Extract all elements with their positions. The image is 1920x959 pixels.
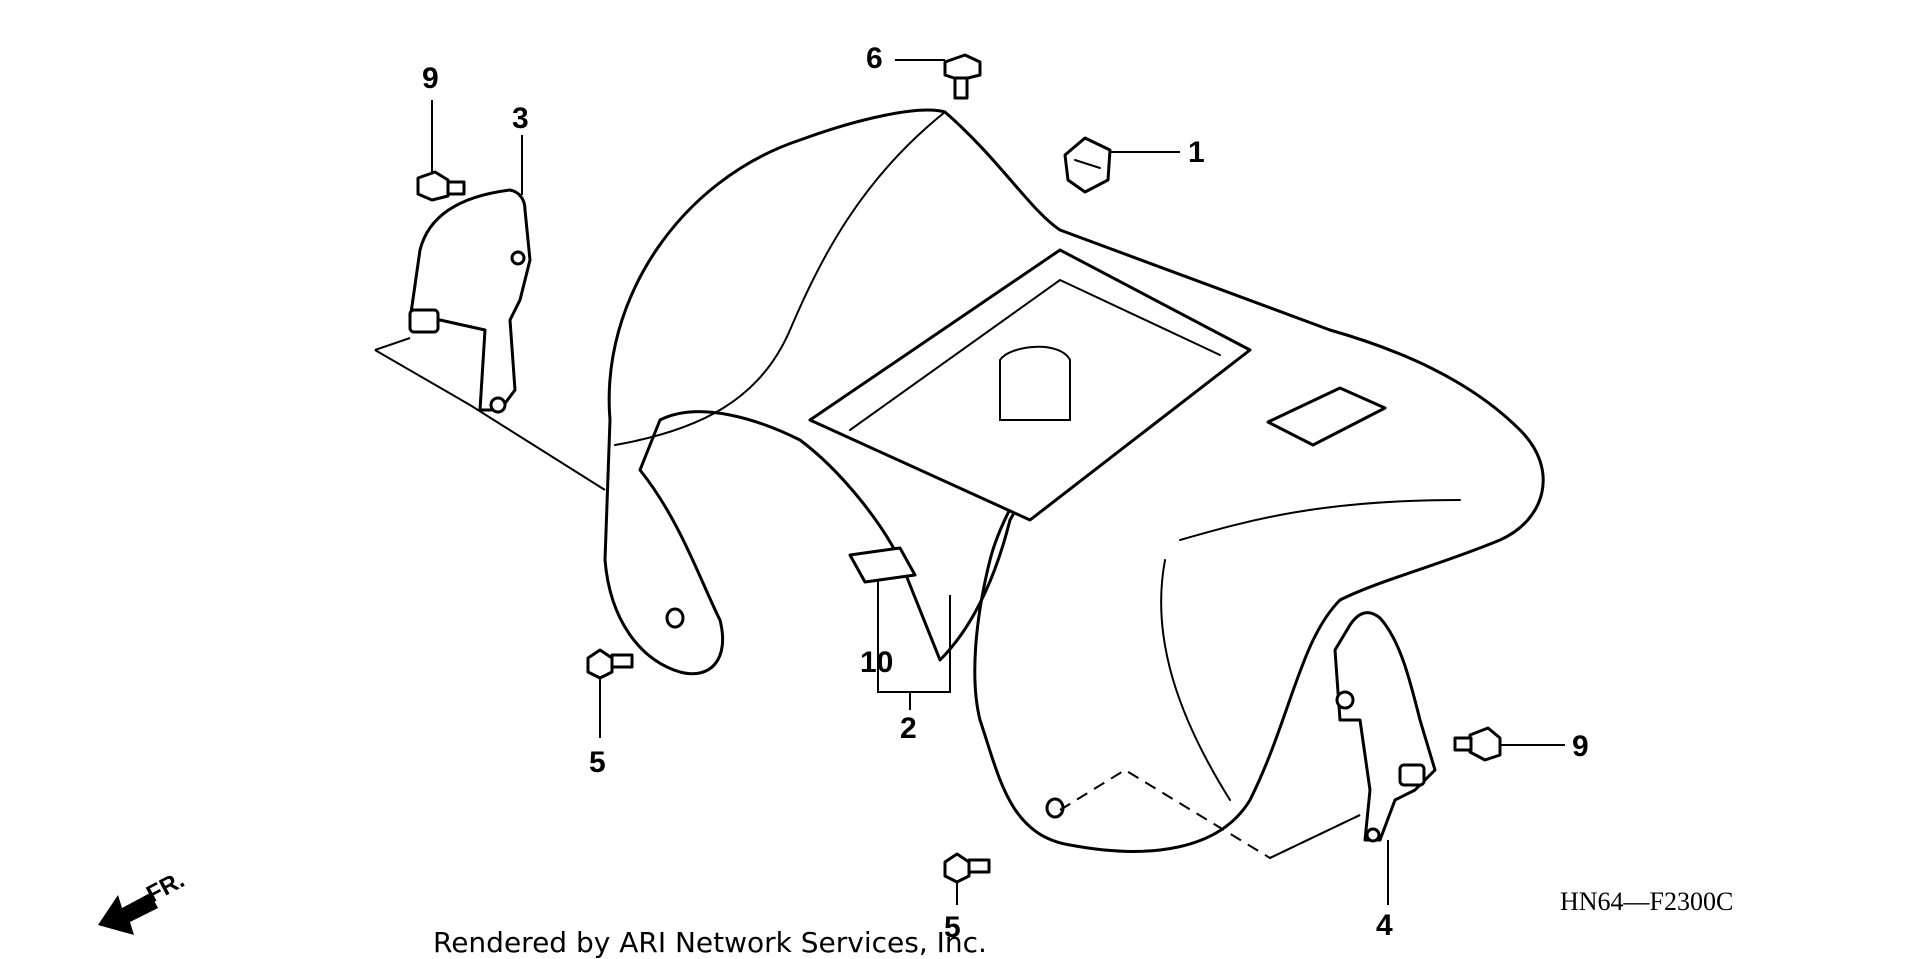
callout-9-left: 9 bbox=[422, 62, 439, 95]
screw-part-5-bottom bbox=[943, 852, 991, 884]
callout-10: 10 bbox=[860, 646, 893, 679]
callout-2: 2 bbox=[900, 712, 917, 745]
leader-2 bbox=[877, 580, 951, 710]
credit-text: Rendered by ARI Network Services, Inc. bbox=[433, 926, 987, 959]
sponge-part-10 bbox=[848, 546, 917, 584]
carrier-stay-left-part-3 bbox=[408, 188, 532, 414]
callout-3: 3 bbox=[512, 102, 529, 135]
ref-line-right-stay bbox=[1059, 768, 1361, 860]
callout-5-left: 5 bbox=[589, 746, 606, 779]
callout-9-right: 9 bbox=[1572, 730, 1589, 763]
callout-5-bottom: 5 bbox=[944, 911, 961, 944]
bolt-part-9-left bbox=[416, 170, 466, 202]
callout-6: 6 bbox=[866, 42, 883, 75]
bolt-part-6 bbox=[943, 53, 982, 100]
screw-part-5-left bbox=[586, 648, 634, 680]
callout-4: 4 bbox=[1376, 909, 1393, 942]
diagram-code: HN64—F2300C bbox=[1560, 887, 1733, 916]
ref-line-left-stay bbox=[374, 337, 606, 491]
carrier-stay-right-part-4 bbox=[1333, 611, 1437, 843]
bolt-part-9-right bbox=[1453, 726, 1502, 762]
ref-line-right-stay-solid bbox=[1269, 814, 1361, 859]
front-arrow-icon: FR. bbox=[98, 866, 189, 935]
rear-fender bbox=[603, 108, 1545, 853]
callout-1: 1 bbox=[1188, 136, 1205, 169]
clip-part-1 bbox=[1063, 136, 1112, 194]
